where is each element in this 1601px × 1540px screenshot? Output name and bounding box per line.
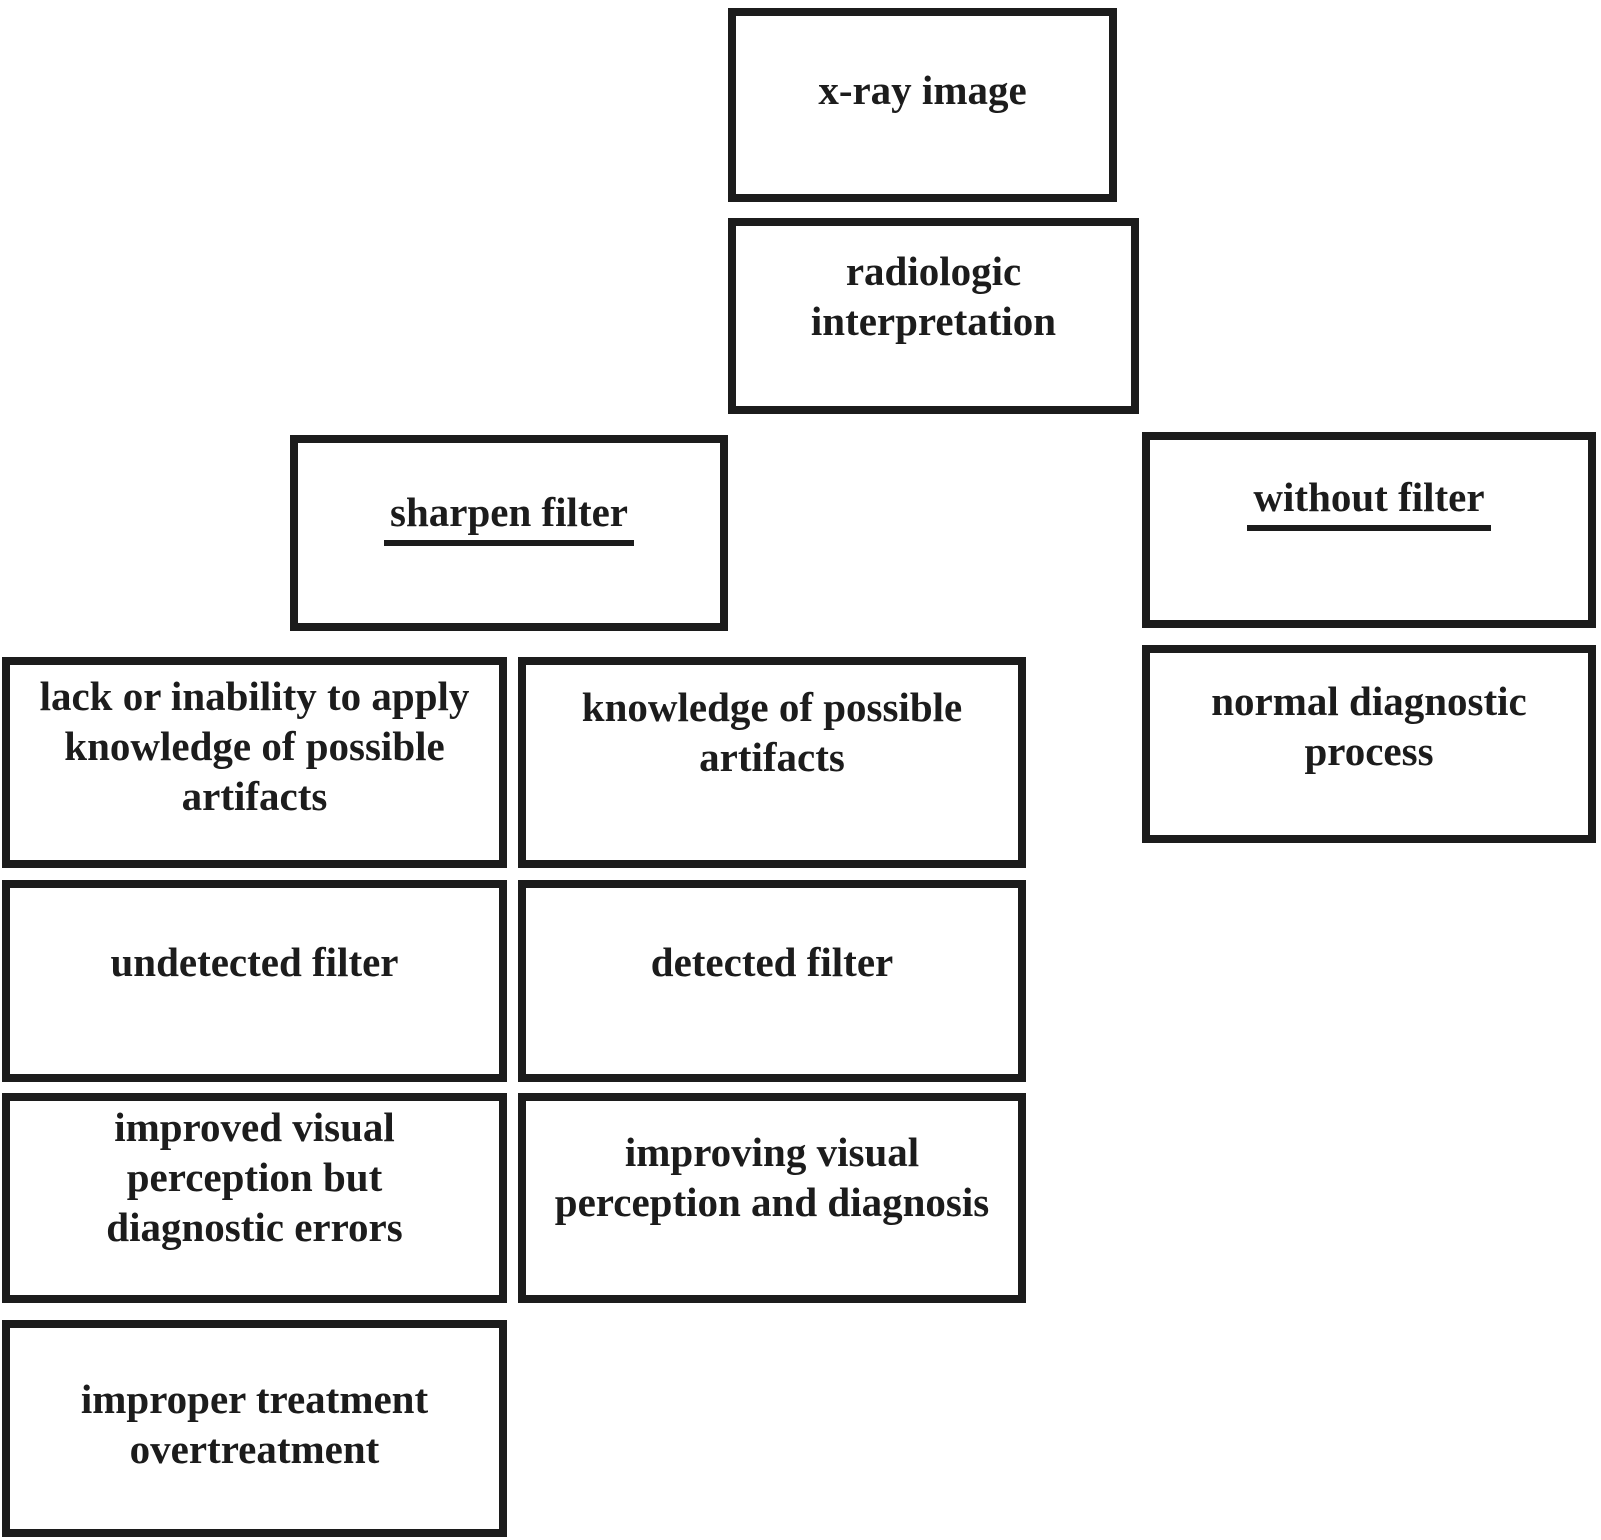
node-label: sharpen filter [384,487,634,546]
node-lack-or-inability-artifacts: lack or inability to apply knowledge of … [2,657,507,868]
node-undetected-filter: undetected filter [2,880,507,1082]
node-improved-perception-diagnostic-errors: improved visual perception but diagnosti… [2,1093,507,1303]
node-label: knowledge of possible artifacts [581,683,963,780]
node-improving-perception-and-diagnosis: improving visual perception and diagnosi… [518,1093,1026,1303]
node-label: lack or inability to apply knowledge of … [39,672,470,819]
node-radiologic-interpretation: radiologic interpretation [728,218,1139,414]
node-label: normal diagnostic process [1211,678,1527,774]
node-label: detected filter [650,939,894,985]
node-without-filter: without filter [1142,432,1596,628]
node-improper-treatment-overtreatment: improper treatment overtreatment [2,1320,507,1537]
node-detected-filter: detected filter [518,880,1026,1082]
node-label: undetected filter [110,939,399,985]
node-x-ray-image: x-ray image [728,8,1117,202]
node-label: improper treatment overtreatment [80,1375,429,1472]
node-label: without filter [1247,472,1491,531]
node-normal-diagnostic-process: normal diagnostic process [1142,645,1596,843]
node-label: improved visual perception but diagnosti… [106,1104,403,1250]
node-knowledge-of-artifacts: knowledge of possible artifacts [518,657,1026,868]
node-label: radiologic interpretation [810,248,1057,344]
node-label: x-ray image [818,67,1027,113]
node-sharpen-filter: sharpen filter [290,435,728,631]
node-label: improving visual perception and diagnosi… [554,1129,990,1225]
